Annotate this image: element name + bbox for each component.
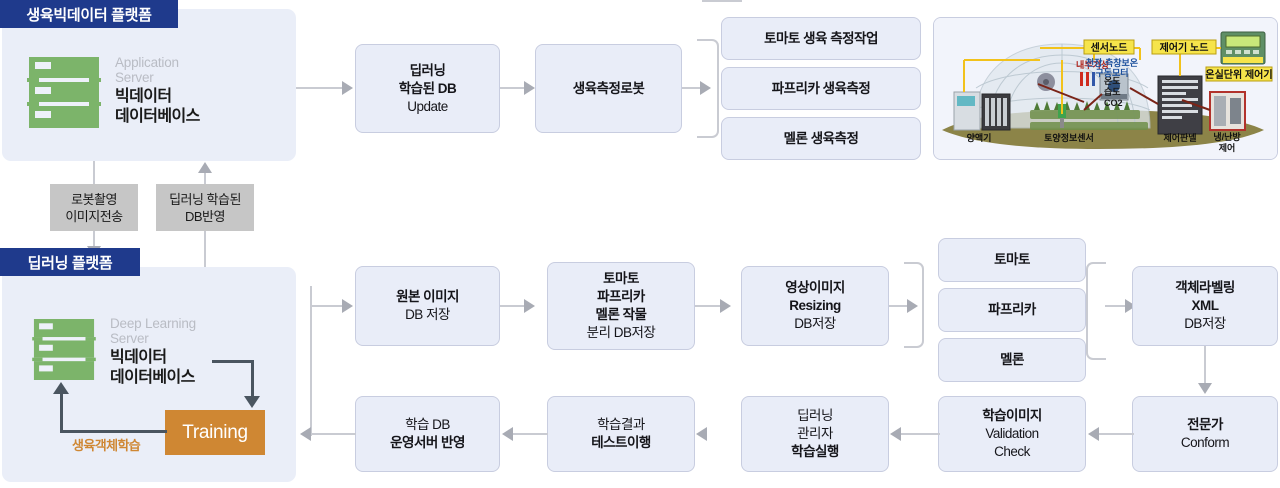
- svg-text:제어기 노드: 제어기 노드: [1160, 41, 1209, 54]
- connector-robot-to-branch: [682, 87, 704, 89]
- arrow-db-to-training: [244, 396, 260, 408]
- deep-learning-server-subtitle: Deep Learning Server: [110, 316, 196, 346]
- arrow-expert-to-validation: [1088, 427, 1099, 441]
- arrow-admin-to-test: [696, 427, 707, 441]
- arrow-original-to-crop-split: [524, 299, 535, 313]
- svg-text:토양정보센서: 토양정보센서: [1044, 132, 1094, 143]
- svg-text:천장.측창보온: 천장.측창보온: [1086, 57, 1138, 68]
- process-box-training-db-ops-server: 학습 DB 운영서버 반영: [355, 396, 500, 472]
- process-box-expert-conform: 전문가 Conform: [1132, 396, 1278, 472]
- svg-text:온실단위 제어기: 온실단위 제어기: [1205, 68, 1272, 81]
- greenhouse-illustration: 센서노드 제어기 노드 온실단위 제어기 내부기상 온도 습도 CO2 천장.측…: [934, 18, 1277, 159]
- process-box-training-image-validation: 학습이미지 Validation Check: [938, 396, 1086, 472]
- arrow-resizing-to-branch: [907, 299, 918, 313]
- chip-robot-image-transfer: 로봇촬영 이미지전송: [50, 184, 138, 231]
- connector-original-to-crop-split: [500, 305, 528, 307]
- svg-text:CO2: CO2: [1104, 98, 1123, 108]
- process-box-paprika-growth-measure: 파프리카 생육측정: [721, 67, 921, 110]
- application-server-subtitle: Application Server: [115, 55, 179, 85]
- svg-text:온도: 온도: [1104, 76, 1121, 86]
- svg-text:센서노드: 센서노드: [1091, 41, 1128, 54]
- arrow-platform-to-update: [342, 81, 353, 95]
- chip-robot-image-transfer-text: 로봇촬영 이미지전송: [65, 191, 123, 224]
- branch-bracket-top: [697, 39, 719, 138]
- process-box-crop-melon: 멜론: [938, 338, 1086, 382]
- connector-platform-to-update: [296, 87, 344, 89]
- greenhouse-illustration-frame: 센서노드 제어기 노드 온실단위 제어기 내부기상 온도 습도 CO2 천장.측…: [933, 17, 1278, 160]
- training-loop-bottom-line: [60, 430, 167, 433]
- process-box-growth-robot-text: 생육측정로봇: [572, 80, 645, 96]
- process-box-dl-db-update: 딥러닝 학습된 DB Update: [355, 44, 500, 133]
- bigdata-platform-title: 생육빅데이터 플랫폼: [0, 0, 178, 28]
- connector-line-db-reflect-top: [204, 173, 206, 184]
- svg-text:구동모터: 구동모터: [1095, 67, 1128, 78]
- process-box-crop-separation-db: 토마토 파프리카 멜론 작물 분리 DB저장: [547, 262, 695, 350]
- svg-text:내부기상: 내부기상: [1076, 59, 1110, 70]
- training-loop-left-line: [60, 393, 63, 431]
- process-box-image-resizing-db: 영상이미지 Resizing DB저장: [741, 266, 889, 346]
- arrow-db-reflect-to-bigdata: [198, 162, 212, 173]
- application-server-title: 빅데이터 데이터베이스: [115, 88, 200, 125]
- connector-crop-to-resizing: [695, 305, 723, 307]
- connector-line-robot-image-top: [93, 161, 95, 184]
- connector-branch-to-xml: [1105, 305, 1130, 307]
- connector-dl-right-spine: [310, 286, 312, 436]
- process-box-crop-tomato: 토마토: [938, 238, 1086, 282]
- arrow-validation-to-admin: [890, 427, 901, 441]
- arrow-robot-to-branch: [700, 81, 711, 95]
- connector-resizing-to-branch: [889, 305, 911, 307]
- training-loop-top-line: [212, 360, 254, 363]
- training-box-label: Training: [182, 421, 248, 443]
- arrow-test-to-opsdb: [502, 427, 513, 441]
- arrow-opsdb-to-platform: [300, 427, 311, 441]
- application-server-icon: [27, 57, 101, 128]
- process-box-tomato-growth-measure-task: 토마토 생육 측정작업: [721, 17, 921, 60]
- arrow-xml-to-expert: [1198, 383, 1212, 394]
- deep-learning-server-icon: [32, 319, 96, 380]
- svg-text:습도: 습도: [1104, 86, 1121, 97]
- process-box-training-result-test: 학습결과 테스트이행: [547, 396, 695, 472]
- arrow-training-to-db: [53, 382, 69, 394]
- branch-bracket-mid-right: [1086, 262, 1106, 360]
- connector-dl-to-original-image: [311, 305, 344, 307]
- training-box: Training: [165, 410, 265, 455]
- arrow-update-to-robot: [524, 81, 535, 95]
- deep-learning-server-title: 빅데이터 데이터베이스: [110, 349, 195, 386]
- training-loop-caption: 생육객체학습: [72, 438, 141, 453]
- arrow-branch-to-xml: [1125, 299, 1136, 313]
- deep-learning-server-caption: Deep Learning Server 빅데이터 데이터베이스: [110, 316, 285, 388]
- svg-text:양액기: 양액기: [967, 132, 992, 143]
- process-box-crop-paprika: 파프리카: [938, 288, 1086, 332]
- arrow-dl-to-original-image: [342, 299, 353, 313]
- bigdata-platform-title-text: 생육빅데이터 플랫폼: [26, 6, 152, 24]
- deeplearning-platform-title: 딥러닝 플랫폼: [0, 248, 140, 276]
- connector-test-to-opsdb: [508, 433, 548, 435]
- process-box-dl-admin-training-run: 딥러닝 관리자 학습실행: [741, 396, 889, 472]
- connector-line-robot-image-bottom: [93, 231, 95, 248]
- process-box-object-labeling-xml: 객체라벨링 XML DB저장: [1132, 266, 1278, 346]
- arrow-crop-to-resizing: [720, 299, 731, 313]
- connector-validation-to-admin: [896, 433, 940, 435]
- process-box-melon-growth-measure: 멜론 생육측정: [721, 117, 921, 160]
- chip-dl-trained-db-reflect-text: 딥러닝 학습된 DB반영: [169, 191, 241, 224]
- deeplearning-platform-title-text: 딥러닝 플랫폼: [27, 254, 113, 272]
- training-loop-right-line: [251, 360, 254, 398]
- process-box-dl-db-update-text: 딥러닝 학습된 DB Update: [398, 62, 457, 114]
- connector-opsdb-to-platform: [312, 433, 356, 435]
- process-box-original-image-db: 원본 이미지 DB 저장: [355, 266, 500, 346]
- connector-expert-to-validation: [1094, 433, 1134, 435]
- application-server-caption: Application Server 빅데이터 데이터베이스: [115, 55, 280, 127]
- branch-bracket-mid-left: [904, 262, 924, 348]
- process-box-growth-robot: 생육측정로봇: [535, 44, 682, 133]
- svg-text:냉/난방: 냉/난방: [1213, 131, 1241, 142]
- svg-text:제어판넬: 제어판넬: [1163, 132, 1196, 143]
- connector-admin-to-test: [702, 0, 742, 2]
- svg-text:제어: 제어: [1219, 142, 1236, 153]
- connector-xml-to-expert: [1204, 346, 1206, 385]
- connector-update-to-robot: [500, 87, 528, 89]
- chip-dl-trained-db-reflect: 딥러닝 학습된 DB반영: [156, 184, 254, 231]
